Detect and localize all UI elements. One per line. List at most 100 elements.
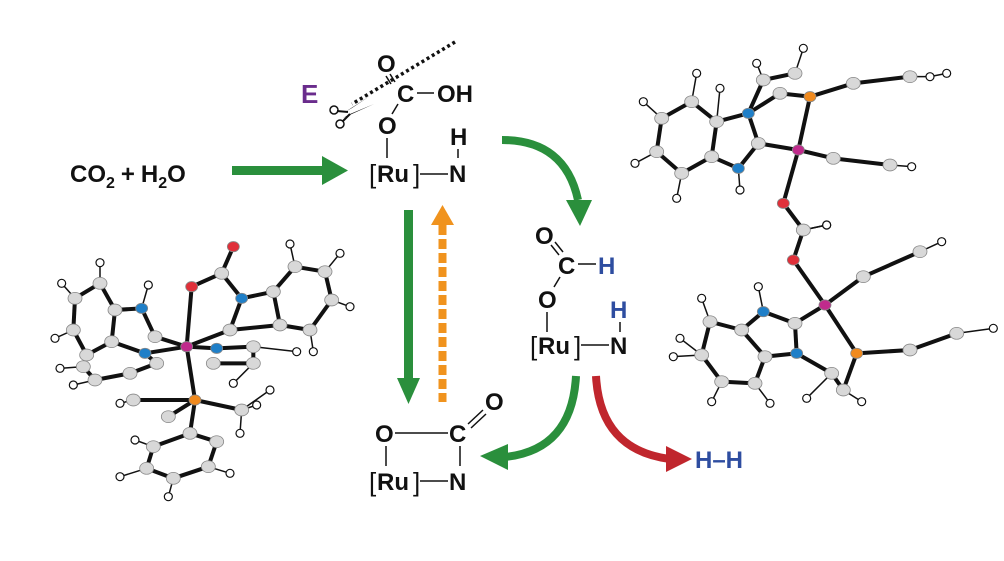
atom-carbon [755,73,771,87]
atom-carbon [200,460,216,474]
atom-ruthenium [791,144,805,156]
atom-carbon [107,303,123,317]
atom-carbon [902,70,918,84]
bond [909,331,958,352]
atom-carbon [902,343,918,357]
atom-carbon [79,348,95,362]
atom-carbon [272,318,288,332]
atom-carbon [245,340,261,354]
atom-hydrogen [753,282,763,292]
atom-hydrogen [68,380,78,390]
bond [796,96,812,151]
atom-carbon [772,86,788,100]
formate-complex: O C H O H [ Ru ] N [530,223,627,361]
atom-carbon [145,440,161,454]
atom-carbon [122,366,138,380]
atom-nitrogen [135,302,149,314]
bond [823,275,865,307]
atom-carbon [214,266,230,280]
svg-text:O: O [485,389,504,416]
svg-text:Ru: Ru [538,333,570,360]
atom-carbon [912,245,928,259]
atom-carbon [222,323,238,337]
atom-hydrogen [225,468,235,478]
atom-carbon [75,360,91,374]
arrow-bicarbonate-to-carbamate [397,210,420,404]
atom-hydrogen [707,397,717,407]
atom-carbon [949,326,965,340]
formate-bridged-dimer-crystal-structure [630,43,998,408]
atom-hydrogen [252,400,262,410]
atom-carbon [654,111,670,125]
atom-ruthenium [818,299,832,311]
svg-text:Ru: Ru [377,161,409,188]
atom-carbon [824,366,840,380]
bond [184,286,194,347]
atom-carbon [324,293,340,307]
atom-hydrogen [857,397,867,407]
atom-hydrogen [50,333,60,343]
bond [144,344,187,356]
atom-oxygen [185,281,199,293]
atom-hydrogen [285,239,295,249]
svg-text:O: O [375,421,394,448]
atom-hydrogen [292,347,302,357]
atom-nitrogen [756,306,770,318]
atom-nitrogen [138,347,152,359]
atom-phosphorus [188,394,202,406]
atom-carbon [734,323,750,337]
atom-carbon [845,76,861,90]
atom-hydrogen [55,363,65,373]
carbamate-crystal-structure [50,239,355,502]
svg-text:[: [ [530,331,538,361]
cleavage-dotted-line [351,40,456,106]
atom-hydrogen [630,158,640,168]
arrow-bicarbonate-to-formate [501,136,592,226]
atom-carbon [674,166,690,180]
svg-text:Ru: Ru [377,469,409,496]
bond [809,81,854,99]
bond [841,352,859,391]
atom-hydrogen [115,472,125,482]
svg-text:CO2+H2O: CO2+H2O [70,161,186,192]
atom-carbon [747,376,763,390]
atom-hydrogen [715,83,725,93]
bond [185,328,231,349]
arrow-carbamate-to-bicarbonate [431,205,454,402]
atom-carbon [67,291,83,305]
atom-carbon [882,158,898,172]
atom-hydrogen [942,68,952,78]
atom-carbon [750,136,766,150]
arrow-formate-to-h2 [592,375,692,472]
atom-hydrogen [163,492,173,502]
atom-oxygen [786,254,800,266]
atom-hydrogen [57,278,67,288]
atom-hydrogen [925,72,935,82]
arrow-co2-to-bicarbonate [232,156,348,185]
atom-carbon [265,285,281,299]
bond [781,149,801,204]
svg-text:]: ] [574,331,581,361]
atom-hydrogen [308,347,318,357]
atom-hydrogen [638,97,648,107]
carbamate-complex: O C O [ Ru ] N [369,389,504,497]
atom-carbon [87,373,103,387]
atom-hydrogen [235,428,245,438]
atom-carbon [125,393,141,407]
atom-carbon [317,265,333,279]
atom-carbon [139,461,155,475]
svg-text:C: C [397,81,414,108]
atom-carbon [787,316,803,330]
bond [856,348,911,356]
atom-hydrogen [675,333,685,343]
atom-ruthenium [180,341,194,353]
atom-carbon [795,223,811,237]
atom-carbon [649,145,665,159]
bond [184,346,197,401]
svg-text:N: N [449,161,466,188]
svg-text:O: O [378,113,397,140]
svg-text:O: O [538,287,557,314]
svg-text:C: C [449,421,466,448]
atom-hydrogen [907,162,917,172]
